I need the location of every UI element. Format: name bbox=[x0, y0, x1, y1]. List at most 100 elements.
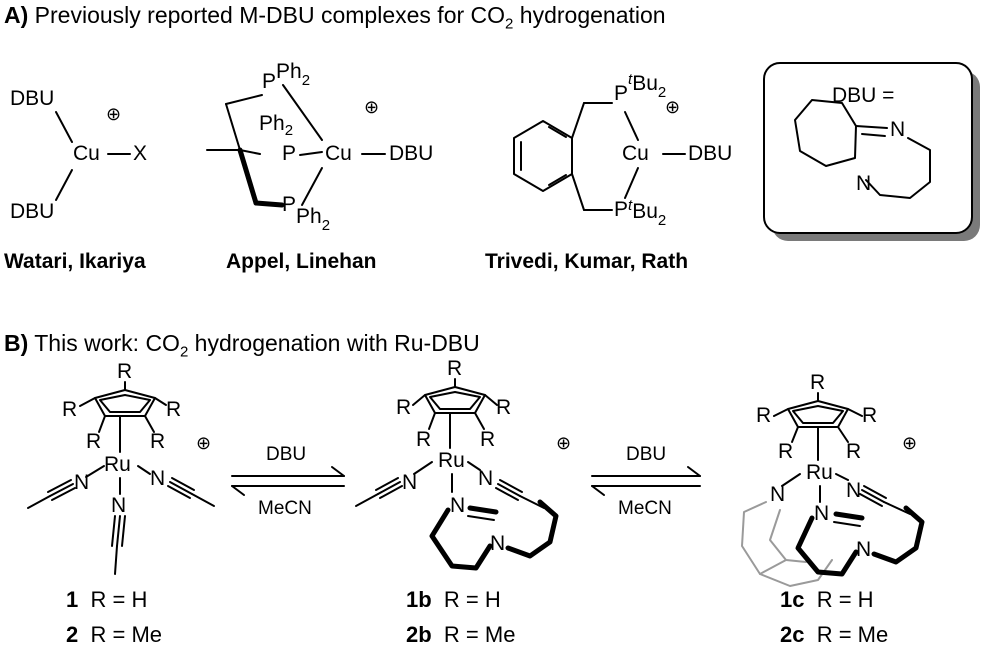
c1c-r-top: R bbox=[810, 371, 826, 394]
watari-dbu-bottom: DBU bbox=[10, 200, 55, 223]
appel-charge: ⊕ bbox=[364, 97, 380, 117]
compound-label-2b: 2b R = Me bbox=[406, 622, 515, 648]
appel-ph-mid-text: Ph bbox=[259, 112, 285, 135]
c1c-n-dbu-bottom: N bbox=[856, 538, 872, 561]
c1c-r-lower-right: R bbox=[846, 440, 862, 463]
trivedi-p-bottom-letter: P bbox=[614, 198, 629, 221]
compound-label-2c: 2c R = Me bbox=[780, 622, 888, 648]
equilibrium-arrows-1 bbox=[231, 466, 345, 496]
appel-ph-bottom: Ph bbox=[296, 205, 322, 228]
appel-p-top-letter: P bbox=[262, 70, 277, 93]
compound-id: 1b bbox=[406, 587, 432, 612]
c1b-r-lower-right: R bbox=[480, 428, 496, 451]
trivedi-tbu-bottom: Bu bbox=[632, 200, 658, 223]
compound-r-def: R = Me bbox=[443, 622, 516, 647]
section-b-title: B) This work: CO2 hydrogenation with Ru-… bbox=[4, 330, 480, 361]
watari-dbu-top: DBU bbox=[10, 87, 55, 110]
trivedi-dbu: DBU bbox=[688, 142, 733, 165]
watari-charge: ⊕ bbox=[106, 104, 122, 124]
trivedi-tbu-bottom-sub: 2 bbox=[657, 212, 667, 230]
watari-complex-bonds bbox=[55, 111, 131, 201]
eq2-reagent-dbu: DBU bbox=[626, 444, 667, 465]
c1c-r-lower-left: R bbox=[778, 440, 794, 463]
compound-r-def: R = H bbox=[443, 587, 501, 612]
watari-x: X bbox=[133, 142, 148, 165]
appel-ph-bottom-sub: 2 bbox=[321, 217, 331, 235]
compound-id: 2 bbox=[66, 622, 79, 647]
section-a-title-subscript: 2 bbox=[505, 15, 514, 33]
dbu-box-n-bottom: N bbox=[856, 172, 872, 195]
c1-r-right: R bbox=[166, 398, 182, 421]
c1b-ru: Ru bbox=[438, 449, 465, 472]
compound-id: 1 bbox=[66, 587, 79, 612]
complex-1b-bonds bbox=[355, 378, 559, 571]
watari-authors: Watari, Ikariya bbox=[4, 250, 146, 273]
c1-n-right: N bbox=[150, 467, 166, 490]
trivedi-p-bottom: PtBu2 bbox=[614, 197, 666, 229]
c1b-r-lower-left: R bbox=[416, 428, 432, 451]
c1-r-lower-left: R bbox=[86, 430, 102, 453]
c1-n-bottom: N bbox=[111, 494, 127, 517]
c1c-n-left: N bbox=[770, 483, 786, 506]
compound-id: 2c bbox=[780, 622, 805, 647]
compound-label-1: 1 R = H bbox=[66, 587, 147, 613]
c1c-r-right: R bbox=[862, 404, 878, 427]
c1-n-left: N bbox=[74, 471, 90, 494]
eq2-reagent-mecn: MeCN bbox=[618, 498, 672, 519]
equilibrium-arrows-2 bbox=[591, 466, 701, 496]
c1b-r-right: R bbox=[496, 396, 512, 419]
trivedi-p-top: PtBu2 bbox=[614, 71, 666, 109]
trivedi-tbu-bottom-t: t bbox=[628, 197, 633, 214]
c1c-r-left: R bbox=[756, 404, 772, 427]
appel-p-bottom: PPh2 bbox=[282, 193, 330, 234]
dbu-definition-box bbox=[763, 62, 980, 241]
section-b-letter: B) bbox=[4, 330, 29, 356]
c1b-n-dbu-bottom: N bbox=[490, 532, 506, 555]
section-b-title-text: This work: CO bbox=[28, 330, 180, 356]
compound-r-def: R = H bbox=[816, 587, 874, 612]
appel-ph-mid: Ph2 bbox=[259, 112, 293, 139]
c1-r-left: R bbox=[62, 398, 78, 421]
eq1-reagent-mecn: MeCN bbox=[258, 498, 312, 519]
compound-label-1c: 1c R = H bbox=[780, 587, 874, 613]
appel-ph-mid-sub: 2 bbox=[284, 122, 294, 140]
compound-label-2: 2 R = Me bbox=[66, 622, 162, 648]
compound-r-def: R = Me bbox=[816, 622, 889, 647]
dbu-box-n-top: N bbox=[890, 118, 906, 141]
c1b-charge: ⊕ bbox=[556, 433, 572, 453]
appel-p-bottom-letter: P bbox=[282, 193, 297, 216]
trivedi-tbu-top: Bu bbox=[632, 72, 658, 95]
complex-1-bonds bbox=[27, 381, 215, 575]
compound-r-def: R = H bbox=[90, 587, 148, 612]
eq1-reagent-dbu: DBU bbox=[266, 444, 307, 465]
appel-ph-top: Ph bbox=[276, 60, 302, 83]
trivedi-charge: ⊕ bbox=[665, 97, 681, 117]
appel-p-mid: P bbox=[282, 142, 297, 165]
section-b-title-end: hydrogenation with Ru-DBU bbox=[188, 330, 480, 356]
section-a-title-text: Previously reported M-DBU complexes for … bbox=[28, 2, 506, 28]
watari-cu: Cu bbox=[73, 142, 100, 165]
trivedi-authors: Trivedi, Kumar, Rath bbox=[485, 250, 689, 273]
appel-complex-bonds bbox=[206, 84, 386, 208]
c1-r-lower-right: R bbox=[150, 430, 166, 453]
section-a-title-end: hydrogenation bbox=[513, 2, 666, 28]
c1c-ru: Ru bbox=[806, 461, 833, 484]
c1c-n-right: N bbox=[846, 479, 862, 502]
compound-label-1b: 1b R = H bbox=[406, 587, 501, 613]
compound-id: 2b bbox=[406, 622, 432, 647]
dbu-box-label: DBU = bbox=[832, 84, 895, 107]
c1-charge: ⊕ bbox=[196, 433, 212, 453]
appel-ph-top-sub: 2 bbox=[301, 72, 311, 90]
trivedi-p-top-letter: P bbox=[614, 82, 629, 105]
c1c-charge: ⊕ bbox=[902, 433, 918, 453]
appel-cu: Cu bbox=[325, 142, 352, 165]
section-a-title: A) Previously reported M-DBU complexes f… bbox=[4, 2, 666, 33]
appel-p-top: PPh2 bbox=[262, 60, 311, 97]
c1b-r-top: R bbox=[447, 357, 463, 380]
compound-r-def: R = Me bbox=[90, 622, 163, 647]
section-b-title-subscript: 2 bbox=[179, 343, 189, 361]
appel-authors: Appel, Linehan bbox=[226, 250, 377, 273]
trivedi-complex-bonds bbox=[513, 102, 686, 211]
c1-ru: Ru bbox=[104, 453, 131, 476]
